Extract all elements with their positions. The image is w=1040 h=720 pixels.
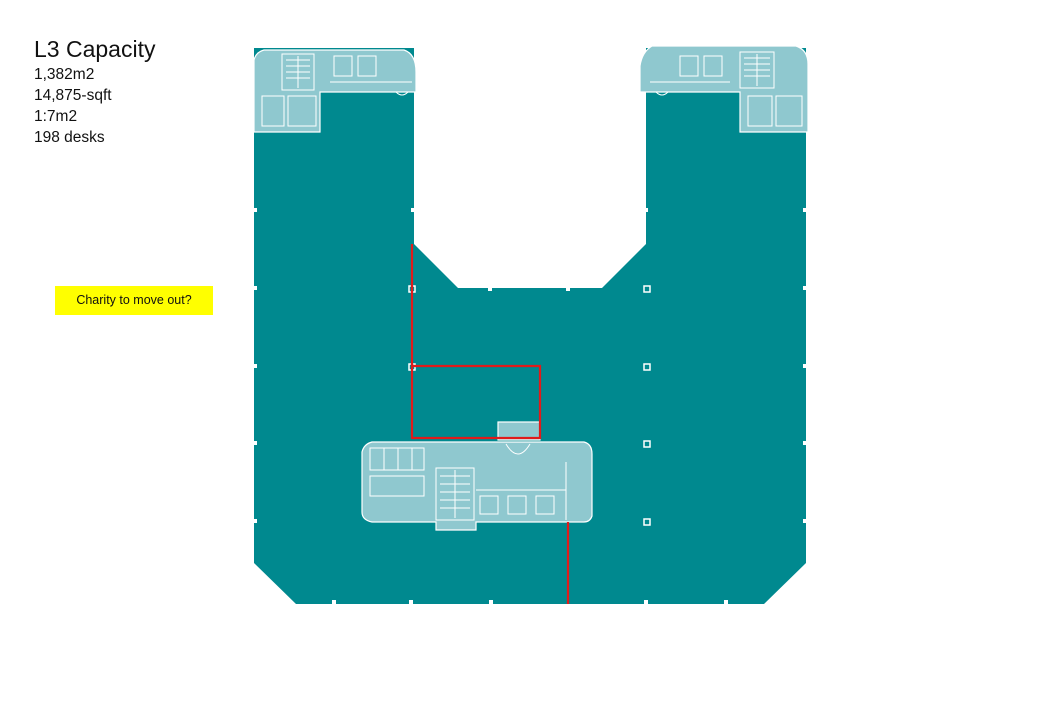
- core-central: [361, 421, 593, 531]
- stat-desks: 198 desks: [34, 129, 105, 146]
- stat-density: 1:7m2: [34, 108, 78, 125]
- tenancy-boundary: [410, 244, 570, 604]
- window-mullions: [252, 208, 808, 605]
- stat-area-m2: 1,382m2: [34, 66, 95, 83]
- plan-title: L3 Capacity: [34, 36, 156, 62]
- capacity-summary: L3 Capacity 1,382m2 14,875-sqft 1:7m2 19…: [34, 34, 155, 148]
- core-top-right: [639, 45, 809, 133]
- annotation-note: Charity to move out?: [55, 286, 213, 315]
- stat-area-sqft: 14,875-sqft: [34, 87, 112, 104]
- core-top-left: [253, 49, 417, 133]
